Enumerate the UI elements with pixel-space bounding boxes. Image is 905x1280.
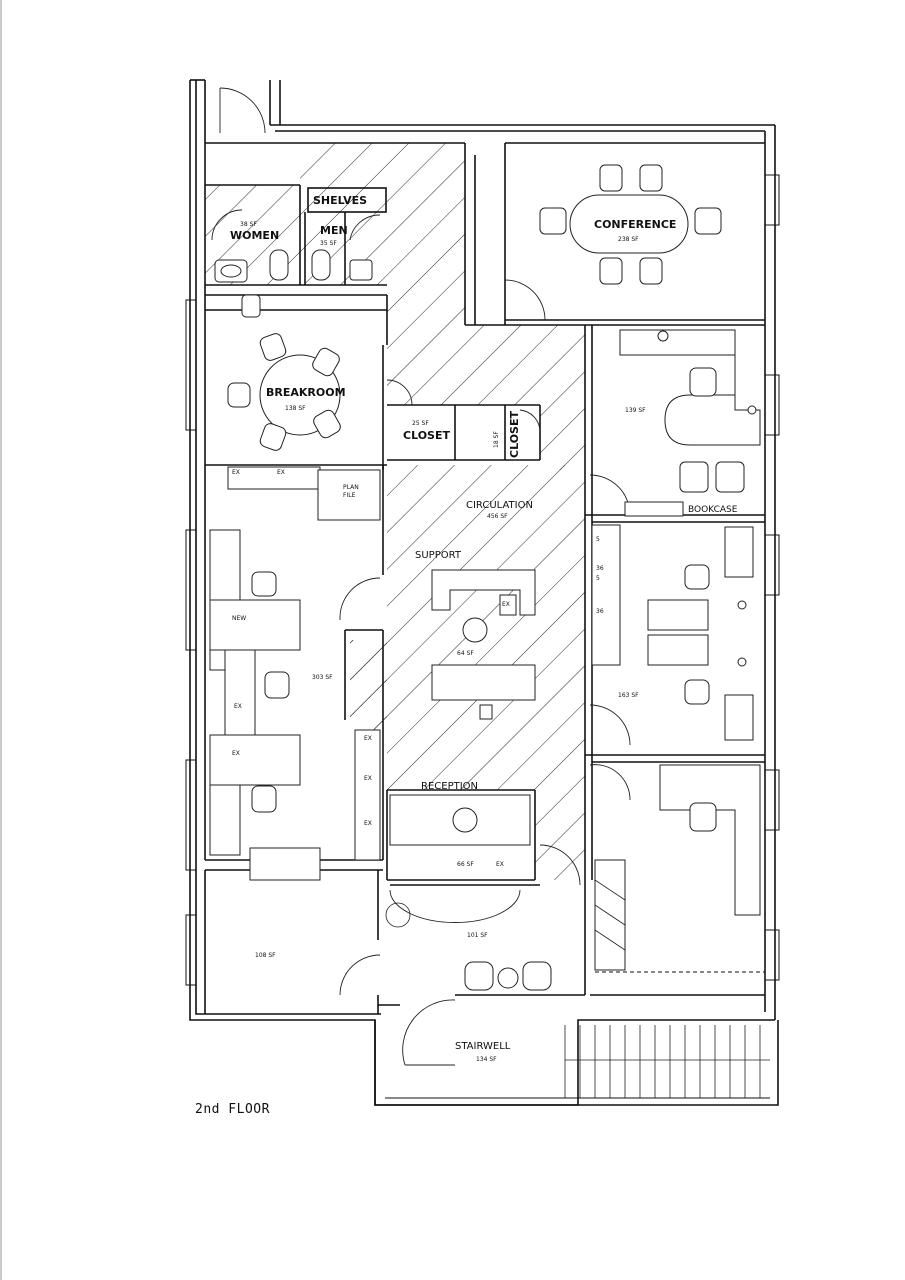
stair-treads <box>564 1025 770 1098</box>
ex-tag: EX <box>277 469 285 476</box>
lobby-area: 101 SF <box>467 932 488 939</box>
reception-desk <box>389 794 531 846</box>
shelves-label: SHELVES <box>313 194 367 207</box>
door-swings <box>211 87 631 1066</box>
shelf-tag: 5 <box>596 575 600 582</box>
ex-tag: EX <box>502 601 510 608</box>
support-desk <box>431 569 536 720</box>
ex-tag: EX <box>496 861 504 868</box>
exterior-walls <box>185 79 780 1106</box>
ex-tag: EX <box>364 735 372 742</box>
ex-tag: EX <box>364 775 372 782</box>
shelf-tag: 5 <box>596 536 600 543</box>
shelf-tag: 36 <box>596 565 604 572</box>
reception-label: RECEPTION <box>421 781 478 792</box>
plan-title: 2nd FLOOR <box>195 1102 270 1117</box>
workroom-furniture <box>209 466 381 881</box>
closet-b-label: CLOSET <box>508 411 521 458</box>
conference-table <box>539 164 722 285</box>
new-tag: NEW <box>232 615 246 622</box>
men-label: MEN <box>320 224 348 237</box>
support-label: SUPPORT <box>415 550 462 561</box>
circulation-label: CIRCULATION <box>466 500 533 511</box>
plan-file-tag: PLAN <box>343 484 359 491</box>
bookcase-label: BOOKCASE <box>688 505 738 515</box>
breakroom-label: BREAKROOM <box>266 386 346 399</box>
conference-label: CONFERENCE <box>594 218 676 231</box>
closet-area: 25 SF <box>412 420 429 427</box>
office-ne-desk <box>619 329 761 517</box>
men-area: 35 SF <box>320 240 337 247</box>
breakroom-area: 138 SF <box>285 405 306 412</box>
lobby-seating <box>385 902 552 991</box>
closet-b-area: 18 SF <box>493 431 500 448</box>
shelf-tag: 36 <box>596 608 604 615</box>
closet-label: CLOSET <box>403 429 450 442</box>
support-area: 64 SF <box>457 650 474 657</box>
plan-file-tag: FILE <box>343 492 356 499</box>
ex-tag: EX <box>232 469 240 476</box>
office-e-workstations <box>591 524 754 741</box>
breakroom-table <box>227 333 341 451</box>
ex-tag: EX <box>364 820 372 827</box>
women-area: 38 SF <box>240 221 257 228</box>
workroom-area: 303 SF <box>312 674 333 681</box>
conference-area: 238 SF <box>618 236 639 243</box>
ex-tag: EX <box>232 750 240 757</box>
office-ne-area: 139 SF <box>625 407 646 414</box>
stairwell-label: STAIRWELL <box>455 1041 511 1052</box>
office-se-furniture <box>594 764 761 971</box>
stairwell-area: 134 SF <box>476 1056 497 1063</box>
women-label: WOMEN <box>230 229 279 242</box>
reception-area: 66 SF <box>457 861 474 868</box>
restroom-fixtures <box>214 249 373 318</box>
circulation-area: 456 SF <box>487 513 508 520</box>
interior-walls <box>204 142 765 1014</box>
office-e-area: 163 SF <box>618 692 639 699</box>
office-sw-area: 108 SF <box>255 952 276 959</box>
ex-tag: EX <box>234 703 242 710</box>
